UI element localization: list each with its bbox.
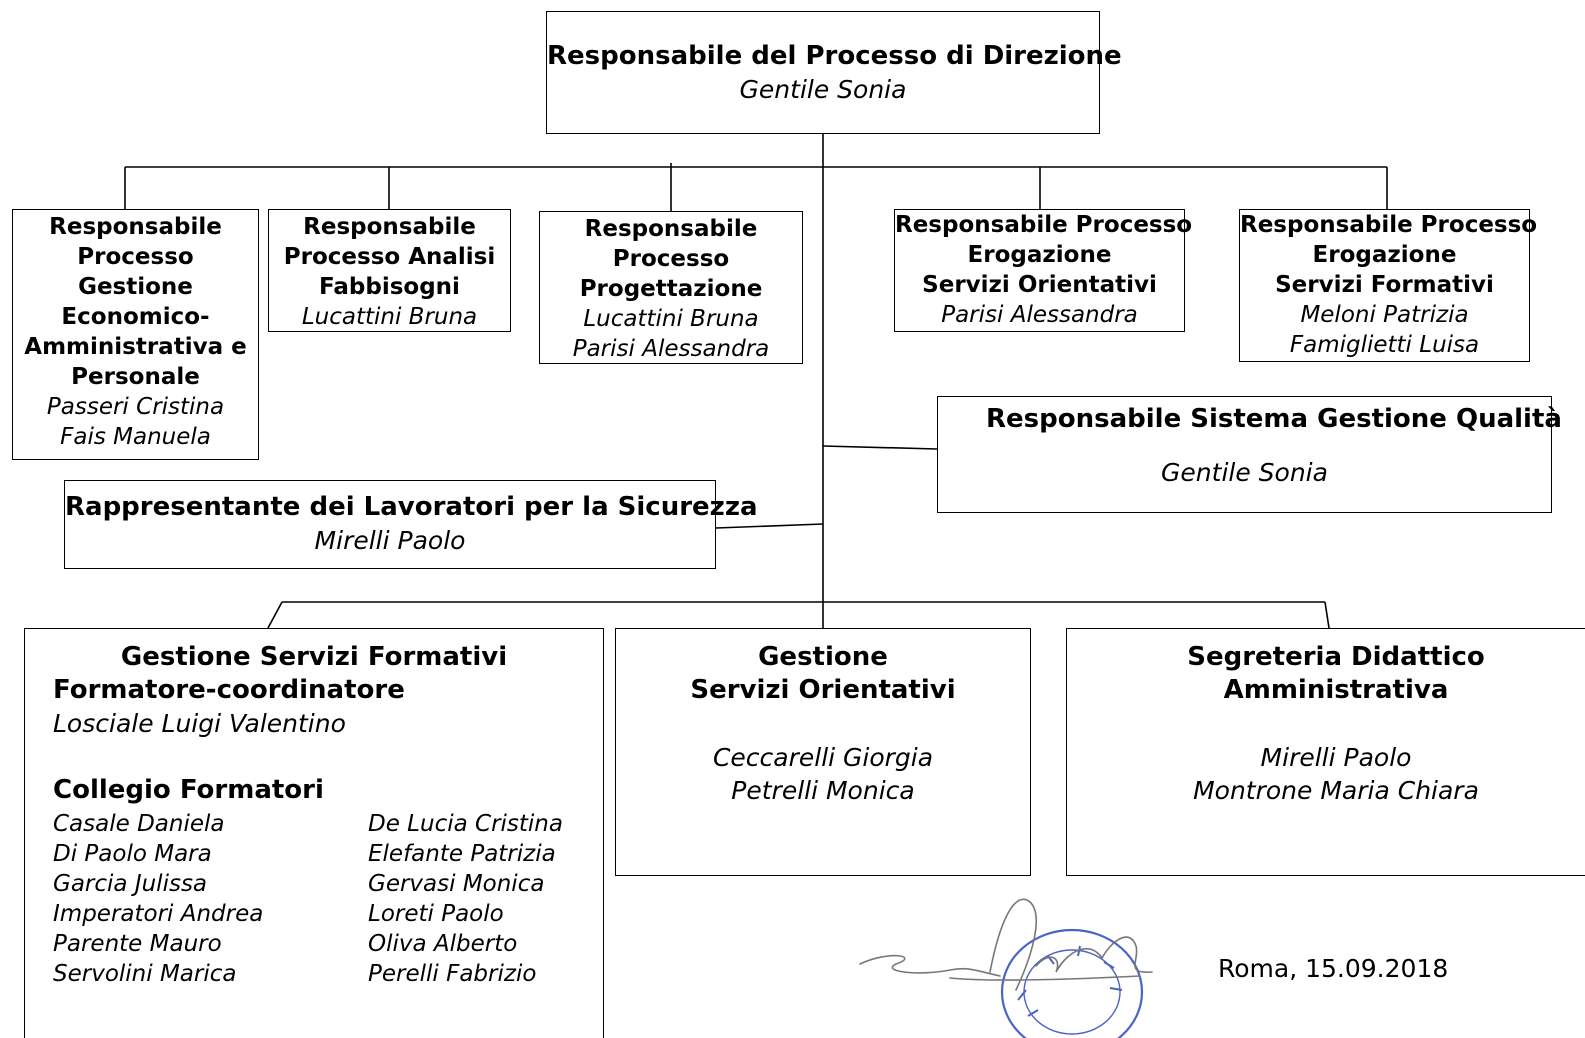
name-sicurezza: Mirelli Paolo [314,526,466,555]
person-name: Meloni Patrizia [1300,302,1469,328]
role-line: Responsabile [49,214,222,240]
role-line: Erogazione [967,242,1112,268]
stamp [1000,928,1144,1038]
role-line: Responsabile [303,214,476,240]
collegio-column-2: De Lucia Cristina Elefante Patrizia Gerv… [368,809,563,989]
list-item: Casale Daniela [53,811,225,837]
box-direzione: Responsabile del Processo di Direzione G… [546,11,1122,134]
signature-and-stamp [859,898,1153,1038]
person-name: Parisi Alessandra [572,336,770,362]
link-qualita [822,445,938,450]
name-qualita: Gentile Sonia [1161,458,1328,487]
title-line: Amministrativa [1223,675,1449,705]
box-progettazione: Responsabile Processo Progettazione Luca… [539,211,803,364]
role-line: Responsabile [584,216,758,242]
box-erogazione-formativi: Responsabile Processo Erogazione Servizi… [1239,209,1538,362]
role-sicurezza: Rappresentante dei Lavoratori per la Sic… [65,492,758,522]
role-line: Fabbisogni [319,274,460,300]
coord-name: Losciale Luigi Valentino [53,709,346,738]
role-line: Processo [612,246,730,272]
list-item: Servolini Marica [53,961,237,987]
title-line: Gestione [758,642,888,672]
link-sicurezza [715,523,824,529]
role-qualita: Responsabile Sistema Gestione Qualità [986,404,1562,434]
person-name: Ceccarelli Giorgia [712,743,934,772]
list-item: Garcia Julissa [53,871,208,897]
list-item: Perelli Fabrizio [368,961,537,987]
handwritten-signature [859,898,1153,991]
person-name: Lucattini Bruna [583,306,759,332]
collegio-title: Collegio Formatori [53,775,324,805]
person-name: Fais Manuela [60,424,211,450]
collegio-column-1: Casale Daniela Di Paolo Mara Garcia Juli… [53,809,368,989]
role-line: Economico- [61,304,210,330]
list-item: Imperatori Andrea [53,901,264,927]
person-name: Parisi Alessandra [941,302,1138,328]
role-line: Progettazione [579,276,763,302]
list-item: Oliva Alberto [368,931,518,957]
person-name: Petrelli Monica [731,776,915,805]
collegio-list: Casale Daniela Di Paolo Mara Garcia Juli… [53,809,603,989]
box-segreteria-didattico-amministrativa: Segreteria Didattico Amministrativa Mire… [1066,628,1585,876]
gsf-title: Gestione Servizi Formativi [120,642,508,672]
role-line: Amministrativa e [24,334,247,360]
role-line: Responsabile Processo [895,212,1193,238]
box-analisi-fabbisogni: Responsabile Processo Analisi Fabbisogni… [268,209,511,332]
person-name: Passeri Cristina [46,394,225,420]
box-sistema-qualita: Responsabile Sistema Gestione Qualità Ge… [937,396,1562,513]
person-name: Lucattini Bruna [301,304,478,330]
role-direzione: Responsabile del Processo di Direzione [547,41,1122,71]
list-item: Parente Mauro [53,931,222,957]
role-line: Gestione [78,274,193,300]
box-gestione-servizi-formativi: Gestione Servizi Formativi Formatore-coo… [24,628,604,1038]
role-line: Processo [77,244,194,270]
list-item: Loreti Paolo [368,901,504,927]
role-line: Servizi Orientativi [922,272,1157,298]
title-line: Segreteria Didattico [1187,642,1485,672]
person-name: Montrone Maria Chiara [1193,776,1479,805]
place-date: Roma, 15.09.2018 [1218,954,1449,983]
stamp-marks [1017,945,1123,1017]
role-line: Processo Analisi [283,244,496,270]
list-item: De Lucia Cristina [368,811,563,837]
list-item: Di Paolo Mara [53,841,212,867]
role-line: Responsabile Processo [1240,212,1538,238]
title-line: Servizi Orientativi [690,675,956,705]
person-name: Famiglietti Luisa [1289,332,1480,358]
role-line: Servizi Formativi [1275,272,1494,298]
box-erogazione-orientativi: Responsabile Processo Erogazione Servizi… [894,209,1193,332]
box-gestione-servizi-orientativi: Gestione Servizi Orientativi Ceccarelli … [615,628,1031,876]
list-item: Elefante Patrizia [368,841,556,867]
drop-gsf [267,601,283,629]
list-item: Gervasi Monica [368,871,545,897]
name-direzione: Gentile Sonia [739,75,907,104]
role-line: Erogazione [1312,242,1457,268]
box-gestione-economica: Responsabile Processo Gestione Economico… [12,209,259,460]
box-rappresentante-sicurezza: Rappresentante dei Lavoratori per la Sic… [64,480,758,569]
person-name: Mirelli Paolo [1260,743,1412,772]
coord-role: Formatore-coordinatore [53,675,405,705]
drop-sda [1324,601,1330,629]
role-line: Personale [71,364,200,390]
stamp-outer-ring [1000,928,1144,1038]
